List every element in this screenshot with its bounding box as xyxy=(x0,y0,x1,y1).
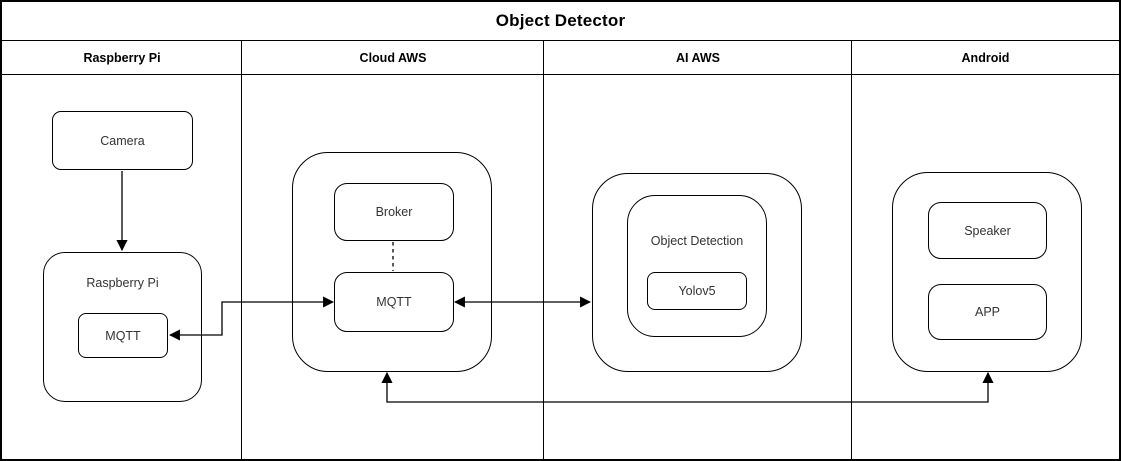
yolov5-label: Yolov5 xyxy=(678,284,716,298)
object-detection-group-label: Object Detection xyxy=(650,234,744,248)
diagram-title-band: Object Detector xyxy=(2,2,1119,41)
lane-header-ai-aws: AI AWS xyxy=(676,50,720,65)
lane-header-android: Android xyxy=(961,50,1010,65)
broker-node: Broker xyxy=(334,183,454,241)
cloud-mqtt-node: MQTT xyxy=(334,272,454,332)
yolov5-node: Yolov5 xyxy=(647,272,747,310)
android-container-node xyxy=(892,172,1082,372)
lane-divider xyxy=(543,41,545,459)
lane-divider xyxy=(241,41,243,459)
lane-header-cloud-aws: Cloud AWS xyxy=(359,50,427,65)
cloud-aws-container-node xyxy=(292,152,492,372)
diagram-title: Object Detector xyxy=(495,11,626,30)
cloud-mqtt-label: MQTT xyxy=(376,295,412,309)
connector-cloud-aws-android xyxy=(381,371,994,403)
app-node: APP xyxy=(928,284,1047,340)
object-detection-group-node xyxy=(627,195,767,337)
raspberry-mqtt-node: MQTT xyxy=(78,313,168,358)
app-label: APP xyxy=(974,305,1000,319)
broker-label: Broker xyxy=(375,205,413,219)
speaker-node: Speaker xyxy=(928,202,1047,259)
raspberry-pi-group-label: Raspberry Pi xyxy=(86,276,159,290)
lane-divider xyxy=(851,41,853,459)
camera-label: Camera xyxy=(100,133,145,148)
camera-node: Camera xyxy=(52,111,193,170)
lane-header-raspberry-pi: Raspberry Pi xyxy=(83,50,161,65)
raspberry-mqtt-label: MQTT xyxy=(105,328,141,343)
ai-aws-container-node xyxy=(592,173,802,372)
speaker-label: Speaker xyxy=(964,223,1011,238)
lane-header-band: Raspberry Pi Cloud AWS AI AWS Android xyxy=(2,41,1119,76)
